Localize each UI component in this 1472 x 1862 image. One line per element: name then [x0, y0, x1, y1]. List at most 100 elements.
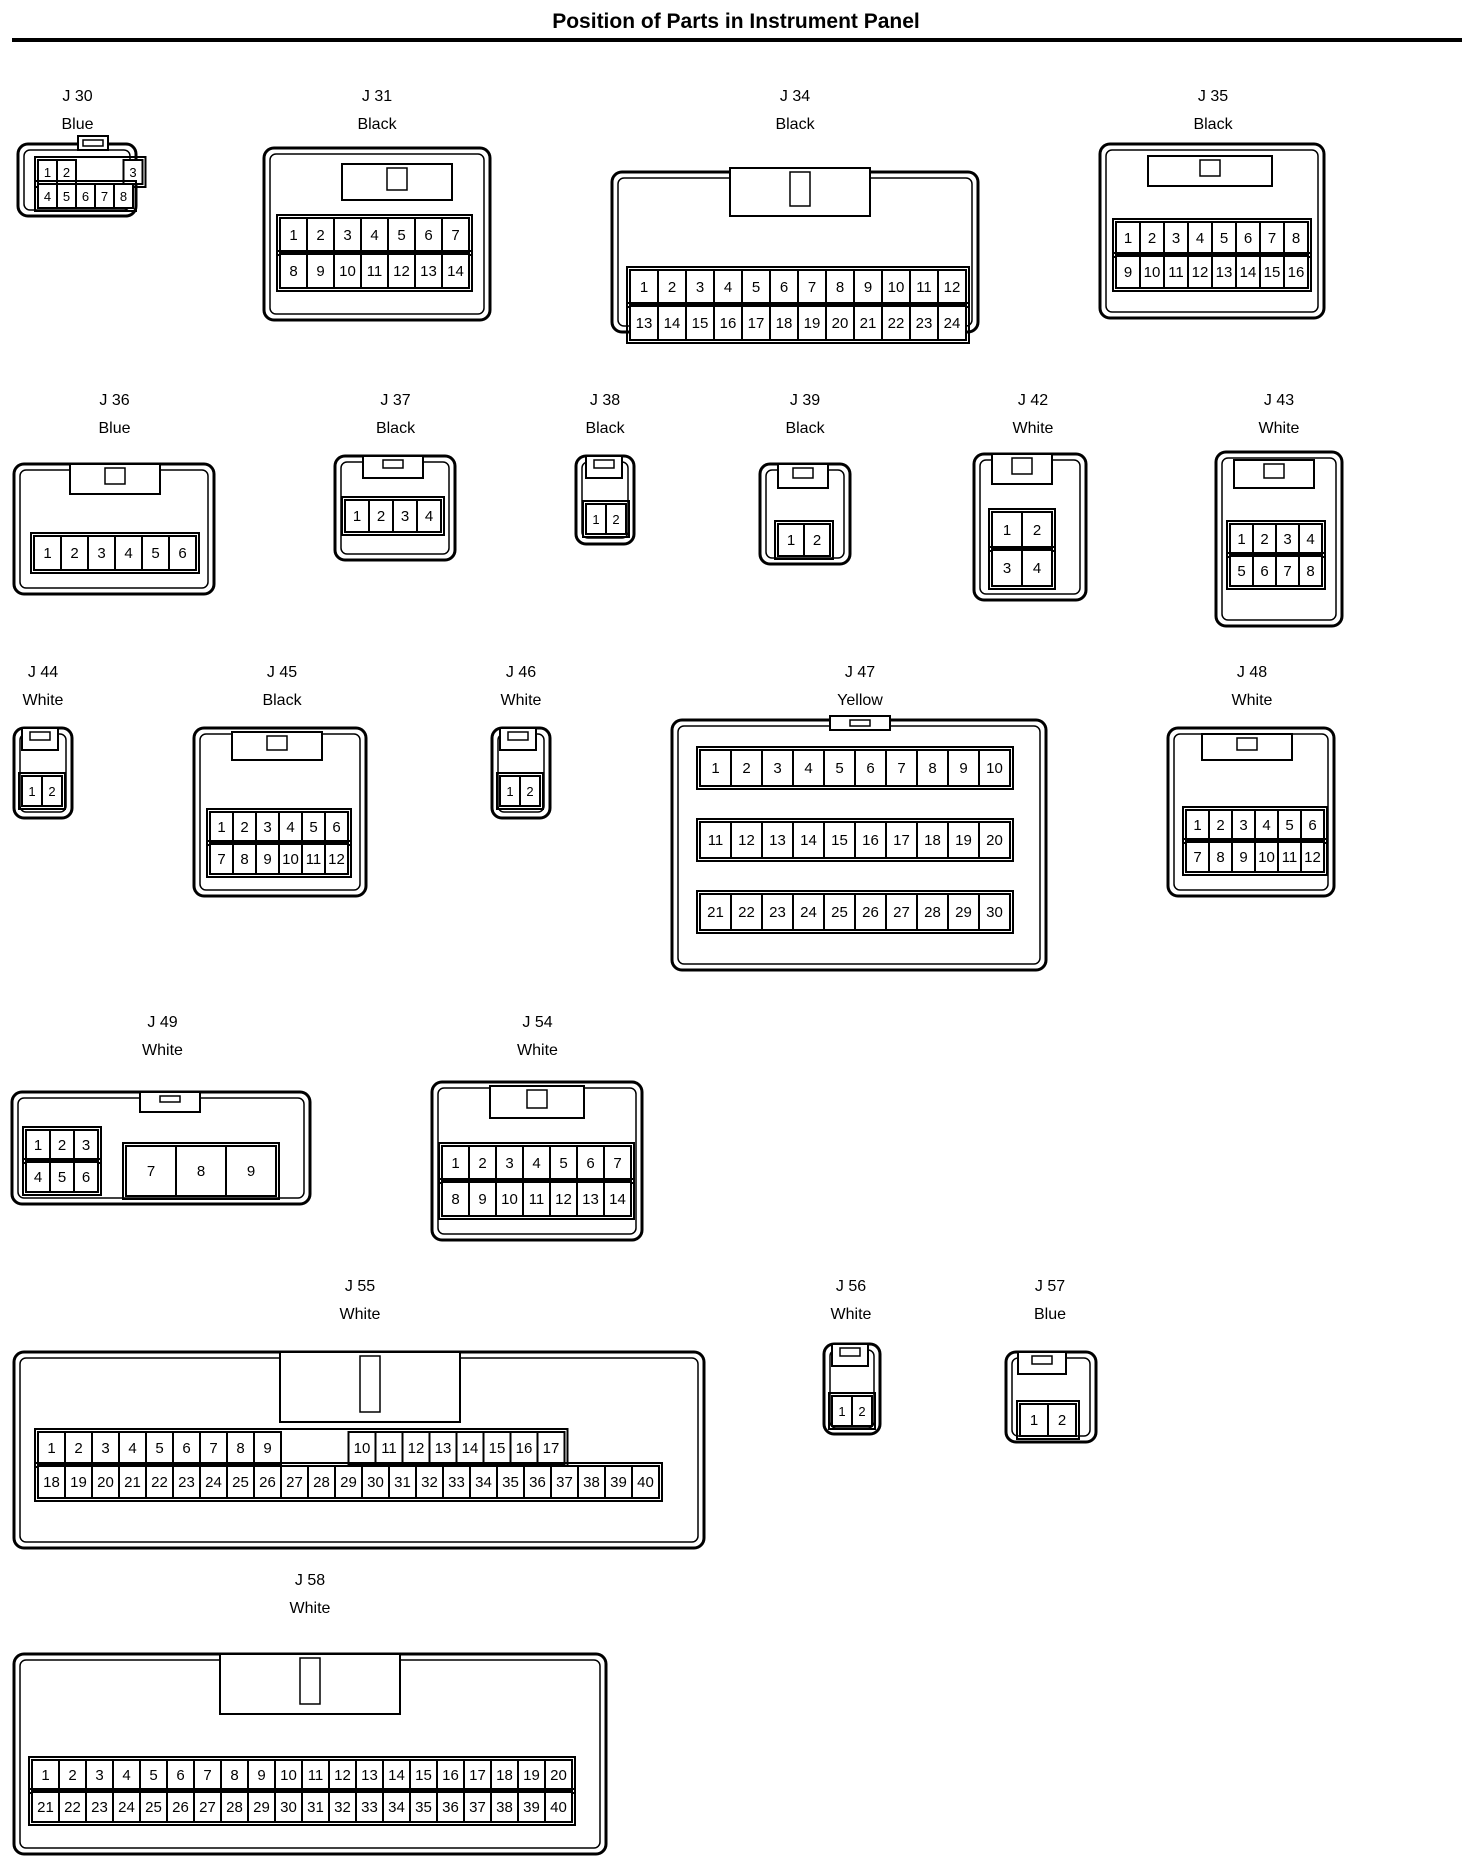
pin-label: 2 [377, 508, 385, 525]
pin-label: 8 [836, 279, 844, 296]
pin-10: 10 [1139, 255, 1165, 289]
pin-7: 7 [199, 1431, 228, 1465]
pin-label: 18 [43, 1474, 60, 1491]
pin-8: 8 [916, 749, 949, 787]
pin-16: 16 [1283, 255, 1309, 289]
pin-17: 17 [536, 1431, 566, 1465]
pin-label: 26 [172, 1799, 189, 1816]
pin-15: 15 [823, 821, 856, 859]
pin-9: 9 [947, 749, 980, 787]
pin-26: 26 [166, 1791, 195, 1823]
pin-16: 16 [854, 821, 887, 859]
pin-label: 14 [462, 1440, 479, 1457]
connector-color: White [289, 1600, 331, 1617]
pin-18: 18 [490, 1759, 519, 1791]
pin-label: 19 [804, 315, 821, 332]
pin-label: 1 [41, 1767, 49, 1784]
pin-label: 3 [95, 1767, 103, 1784]
pin-label: 5 [752, 279, 760, 296]
pin-label: 14 [1240, 264, 1257, 281]
pin-label: 10 [280, 1767, 297, 1784]
pin-label: 19 [70, 1474, 87, 1491]
pin-label: 12 [328, 851, 345, 868]
connector-color: Black [585, 420, 625, 437]
connector-id: J 35 [1197, 88, 1229, 105]
pin-label: 1 [711, 760, 719, 777]
pin-40: 40 [544, 1791, 573, 1823]
pin-7: 7 [193, 1759, 222, 1791]
pin-27: 27 [885, 893, 918, 931]
pin-label: 6 [182, 1440, 190, 1457]
pin-2: 2 [368, 499, 394, 533]
pin-10: 10 [274, 1759, 303, 1791]
pin-label: 28 [313, 1474, 330, 1491]
pin-label: 6 [1308, 817, 1316, 834]
pin-5: 5 [301, 811, 326, 843]
pin-label: 4 [44, 189, 51, 204]
pin-label: 14 [388, 1767, 405, 1784]
pin-9: 9 [468, 1181, 497, 1217]
pin-label: 6 [82, 1169, 90, 1186]
pin-2: 2 [41, 775, 63, 807]
pin-7: 7 [1275, 555, 1300, 587]
pin-16: 16 [509, 1431, 539, 1465]
pin-5: 5 [1229, 555, 1254, 587]
pin-11: 11 [1163, 255, 1189, 289]
pin-2: 2 [1021, 511, 1053, 549]
pin-13: 13 [629, 305, 659, 341]
pin-24: 24 [792, 893, 825, 931]
pin-label: 26 [862, 904, 879, 921]
pin-label: 7 [203, 1767, 211, 1784]
pin-18: 18 [37, 1465, 66, 1499]
pin-label: 2 [68, 1767, 76, 1784]
connector-id: J 57 [1034, 1278, 1066, 1295]
pin-label: 12 [1304, 849, 1321, 866]
pin-7: 7 [441, 217, 470, 253]
pin-8: 8 [441, 1181, 470, 1217]
pin-label: 18 [776, 315, 793, 332]
connector-id: J 43 [1263, 392, 1295, 409]
pin-5: 5 [741, 269, 771, 305]
pin-label: 21 [37, 1799, 54, 1816]
pin-label: 7 [808, 279, 816, 296]
pin-label: 12 [738, 832, 755, 849]
pin-label: 6 [178, 545, 186, 562]
pin-11: 11 [374, 1431, 404, 1465]
connector-id: J 49 [147, 1014, 178, 1031]
connector-color: White [1012, 420, 1054, 437]
pin-6: 6 [73, 1161, 99, 1193]
pin-label: 10 [339, 263, 356, 280]
pin-11: 11 [909, 269, 939, 305]
pin-5: 5 [56, 183, 77, 209]
pin-label: 22 [738, 904, 755, 921]
pin-label: 7 [147, 1163, 155, 1180]
pin-label: 18 [496, 1767, 513, 1784]
lock-tab [69, 463, 161, 495]
pin-8: 8 [232, 843, 257, 875]
pin-19: 19 [947, 821, 980, 859]
pin-13: 13 [428, 1431, 458, 1465]
pin-6: 6 [414, 217, 443, 253]
pin-7: 7 [603, 1145, 632, 1181]
pin-label: 16 [442, 1767, 459, 1784]
pin-label: 12 [555, 1191, 572, 1208]
pin-10: 10 [978, 749, 1011, 787]
connector-color: White [830, 1306, 872, 1323]
pin-12: 12 [324, 843, 349, 875]
pin-2: 2 [1252, 523, 1277, 555]
pin-12: 12 [549, 1181, 578, 1217]
pin-label: 5 [559, 1155, 567, 1172]
lock-tab [341, 163, 453, 201]
